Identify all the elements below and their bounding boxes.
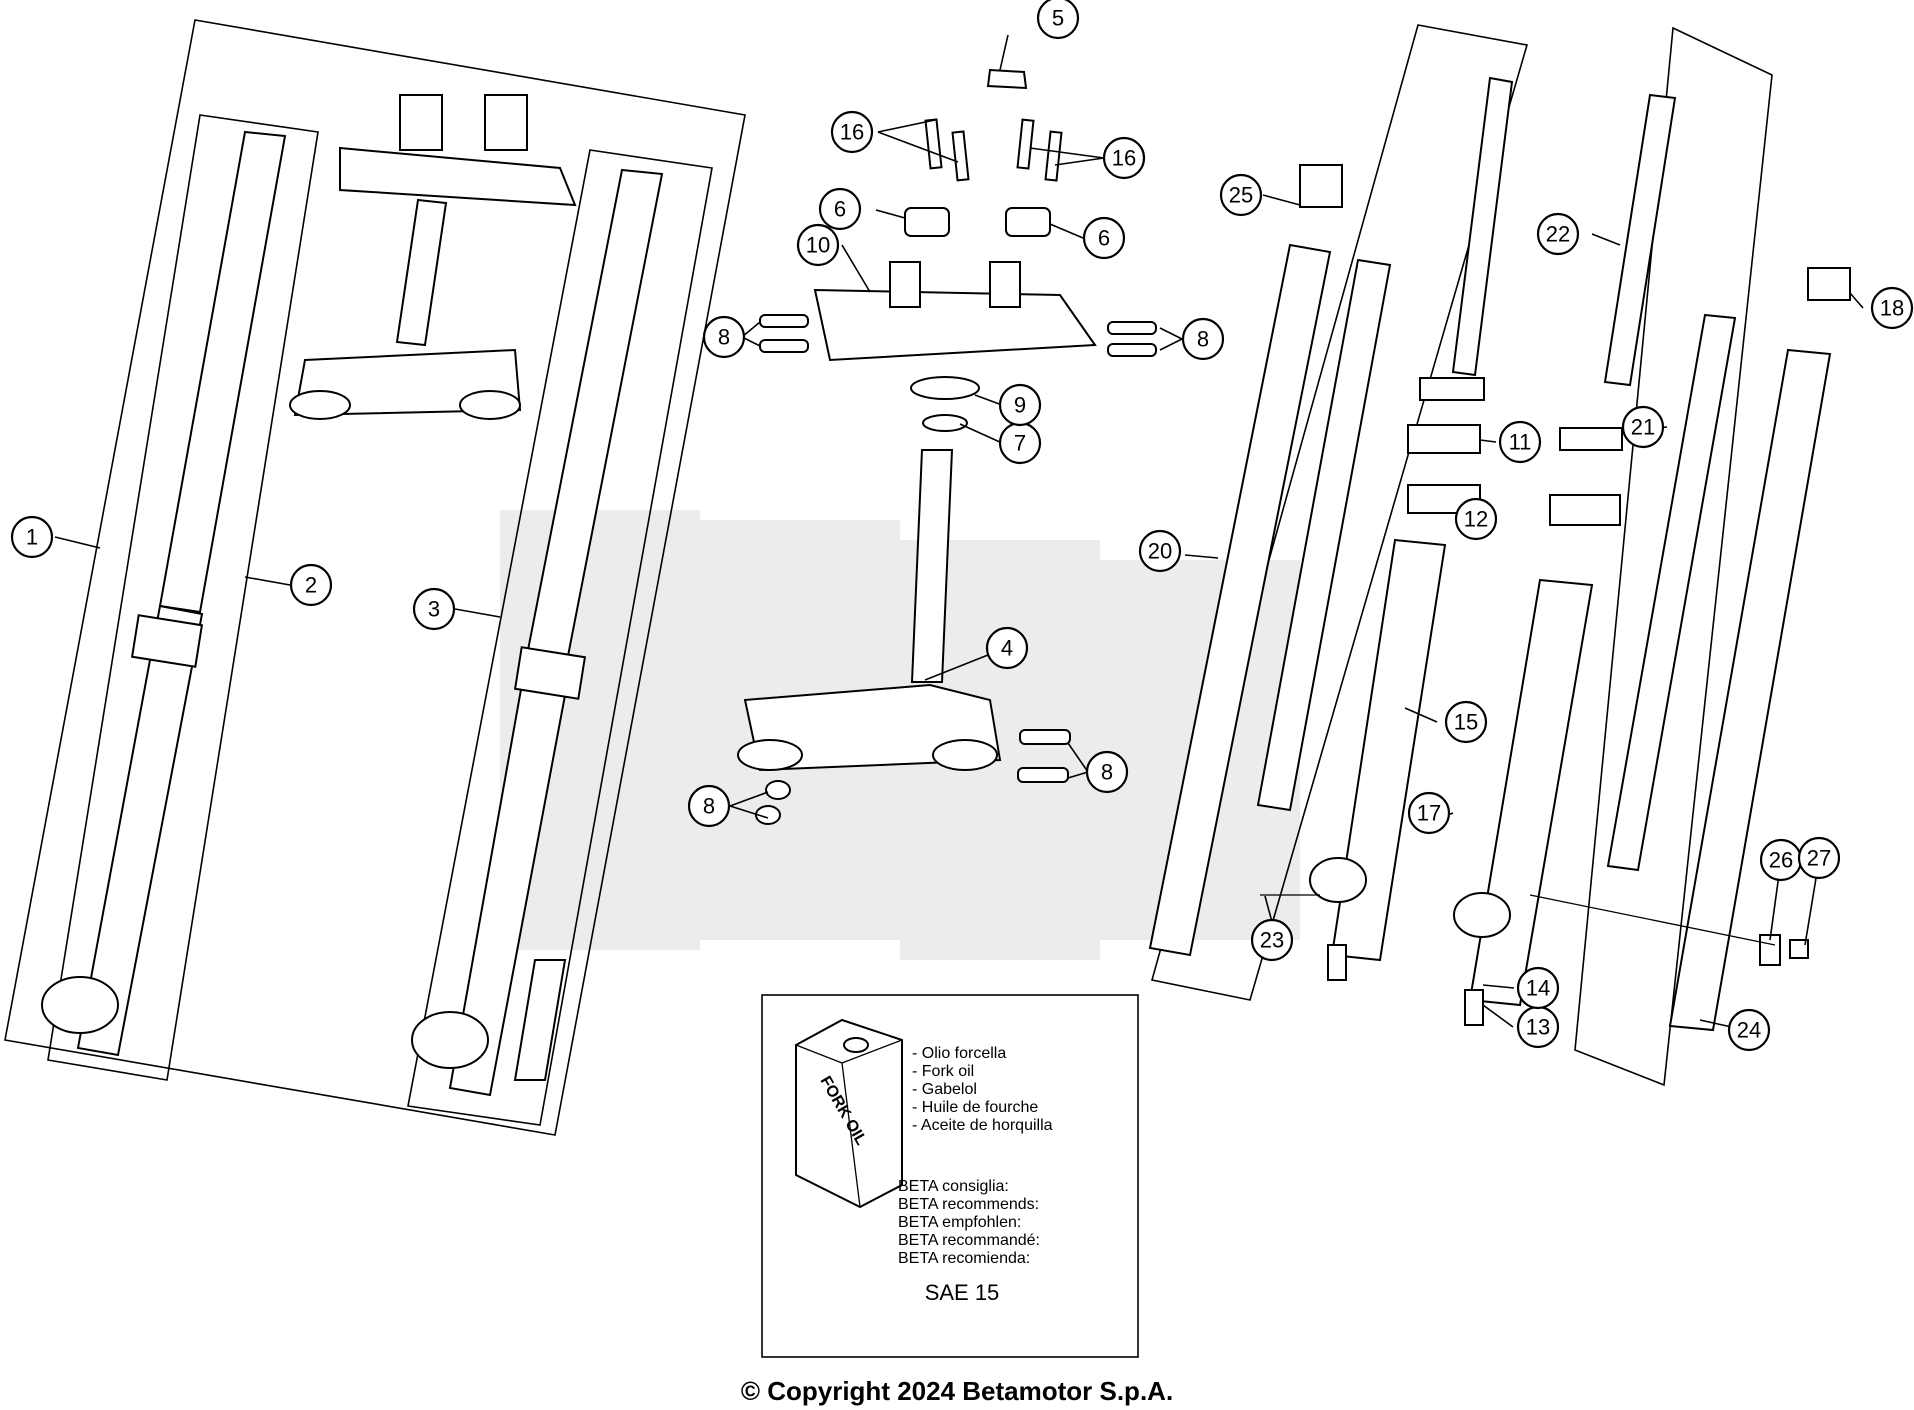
callout-12: 12 [1454,497,1498,541]
oil-grade: SAE 15 [925,1280,1000,1305]
svg-text:27: 27 [1807,846,1831,871]
svg-text:16: 16 [1112,146,1136,171]
callout-8-bottom-left: 8 [687,784,731,828]
exploded-steering-parts [737,68,1157,825]
callout-8-top-right: 8 [1181,317,1225,361]
callout-27: 27 [1797,836,1841,880]
callout-5: 5 [1036,0,1080,40]
svg-text:20: 20 [1148,539,1172,564]
callout-9: 9 [998,383,1042,427]
oil-line: - Huile de fourche [912,1099,1038,1116]
assembly-frames [4,19,1773,1136]
oil-line: - Olio forcella [912,1045,1006,1062]
svg-text:3: 3 [428,597,440,622]
callout-8-bottom-right: 8 [1085,750,1129,794]
callout-13: 13 [1516,1005,1560,1049]
svg-text:6: 6 [1098,226,1110,251]
svg-text:2: 2 [305,573,317,598]
callout-16-left: 16 [830,110,874,154]
fork-leg-2 [41,130,287,1057]
oil-line: - Gabelol [912,1081,977,1098]
svg-text:7: 7 [1014,431,1026,456]
callout-3: 3 [412,587,456,631]
callout-8-top-left: 8 [702,315,746,359]
recommend-line: BETA empfohlen: [898,1214,1021,1231]
svg-text:6: 6 [834,197,846,222]
svg-text:22: 22 [1546,222,1570,247]
svg-text:1: 1 [26,525,38,550]
fork-leg-3 [411,168,664,1097]
oil-line: - Fork oil [912,1063,974,1080]
svg-text:5: 5 [1052,6,1064,31]
callout-6-right: 6 [1082,216,1126,260]
recommend-line: BETA recomienda: [898,1250,1030,1267]
recommend-line: BETA recommends: [898,1196,1039,1213]
callout-26: 26 [1759,838,1803,882]
svg-text:13: 13 [1526,1015,1550,1040]
callout-22: 22 [1536,212,1580,256]
svg-text:26: 26 [1769,848,1793,873]
svg-text:8: 8 [718,325,730,350]
callout-10: 10 [796,223,840,267]
recommend-line: BETA recommandé: [898,1232,1040,1249]
svg-text:10: 10 [806,233,830,258]
svg-text:8: 8 [703,794,715,819]
callout-4: 4 [985,626,1029,670]
callout-20: 20 [1138,529,1182,573]
callouts: 1 2 3 4 5 6 6 7 8 8 8 8 9 10 11 12 13 14… [10,0,1914,1052]
callout-18: 18 [1870,286,1914,330]
svg-text:4: 4 [1001,636,1013,661]
svg-text:8: 8 [1101,760,1113,785]
callout-23: 23 [1250,918,1294,962]
callout-15: 15 [1444,700,1488,744]
callout-21: 21 [1621,405,1665,449]
svg-text:12: 12 [1464,507,1488,532]
svg-text:17: 17 [1417,801,1441,826]
fork-oil-box: FORK OIL - Olio forcella - Fork oil - Ga… [761,994,1139,1358]
callout-1: 1 [10,515,54,559]
callout-2: 2 [289,563,333,607]
callout-6-left: 6 [818,187,862,231]
svg-text:25: 25 [1229,183,1253,208]
svg-text:23: 23 [1260,928,1284,953]
svg-text:14: 14 [1526,976,1550,1001]
svg-text:16: 16 [840,120,864,145]
callout-16-right: 16 [1102,136,1146,180]
callout-14: 14 [1516,966,1560,1010]
callout-17: 17 [1407,791,1451,835]
top-triple-clamp-assembly [289,94,577,420]
svg-text:8: 8 [1197,327,1209,352]
recommend-line: BETA consiglia: [898,1178,1009,1195]
svg-text:15: 15 [1454,710,1478,735]
svg-text:24: 24 [1737,1018,1761,1043]
svg-text:18: 18 [1880,296,1904,321]
svg-text:21: 21 [1631,415,1655,440]
callout-24: 24 [1727,1008,1771,1052]
callout-11: 11 [1498,420,1542,464]
svg-text:11: 11 [1509,430,1532,455]
callout-25: 25 [1219,173,1263,217]
callout-7: 7 [998,421,1042,465]
exploded-fork-internals [1148,76,1851,1032]
svg-text:9: 9 [1014,393,1026,418]
oil-line: - Aceite de horquilla [912,1117,1053,1134]
copyright-text: © Copyright 2024 Betamotor S.p.A. [740,1376,1174,1406]
